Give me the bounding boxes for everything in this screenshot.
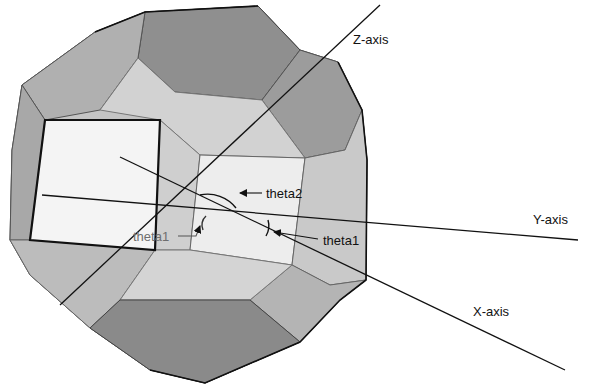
axis-label: Y-axis [532, 212, 569, 227]
angle-label: theta1 [132, 229, 170, 244]
angle-label: theta1 [322, 233, 360, 248]
axis-label: X-axis [472, 304, 510, 319]
axis-label: Z-axis [352, 32, 389, 47]
angle-label: theta2 [265, 186, 303, 201]
